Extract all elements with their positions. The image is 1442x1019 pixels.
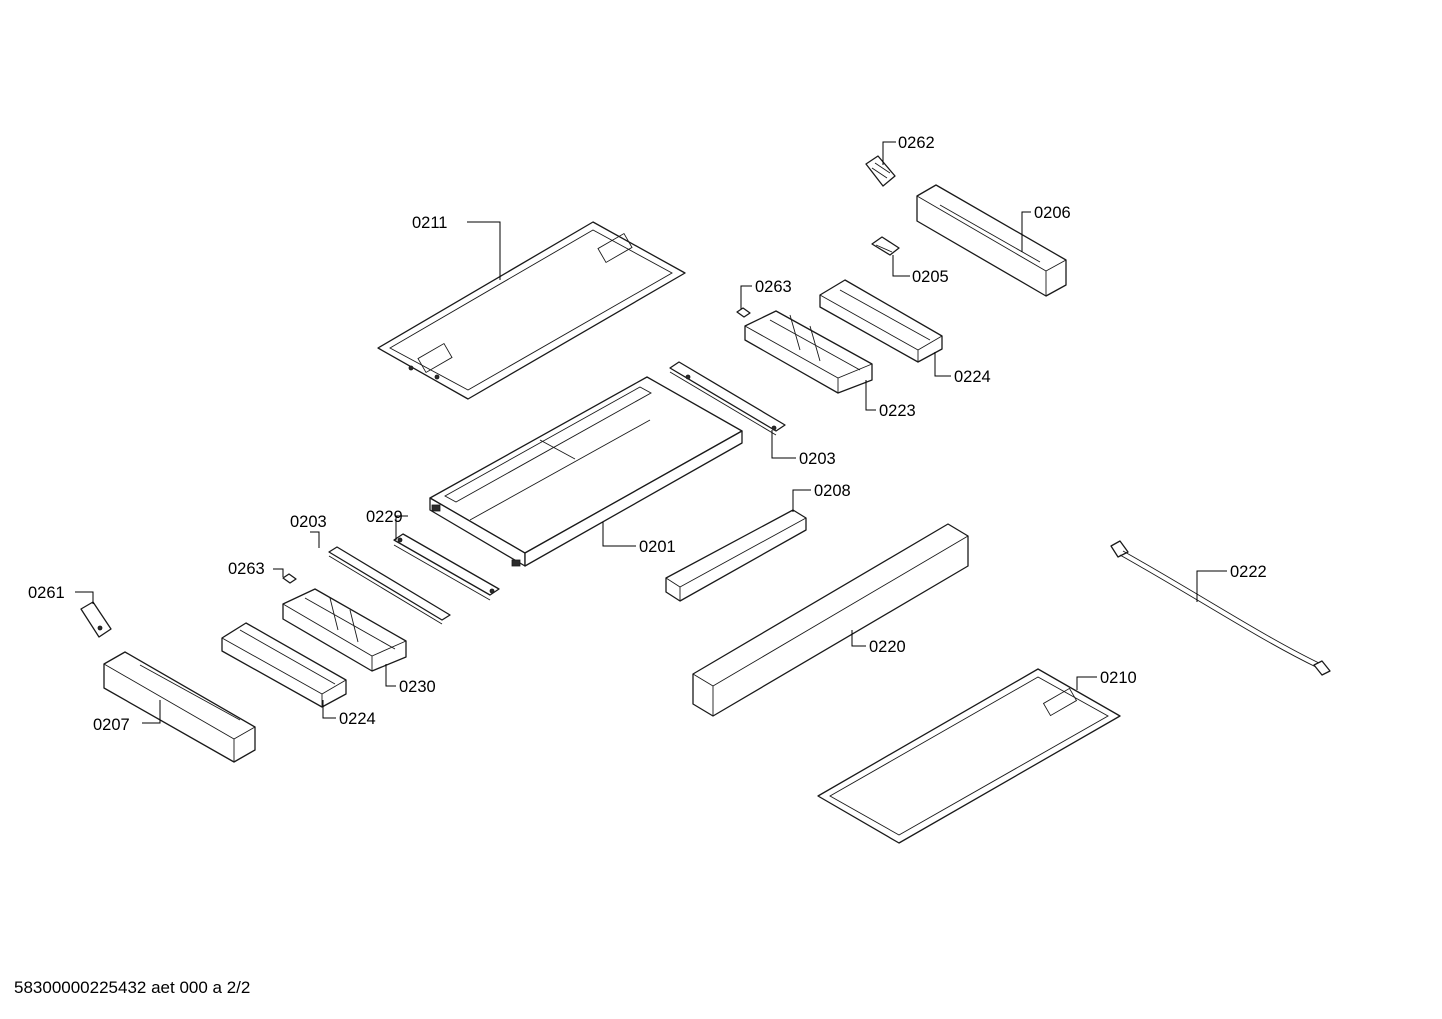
callout-labels: 0211 0262 0206 0205 0263 0224 0223 0203 … [28,134,1267,734]
label-0229: 0229 [366,508,403,526]
label-0201: 0201 [639,538,676,556]
part-0261-plate[interactable] [80,601,112,638]
part-0263-block-lower[interactable] [282,573,297,584]
label-0206: 0206 [1034,204,1071,222]
part-0210-filter-panel[interactable] [817,668,1121,844]
leader-lines [75,141,1227,724]
label-0222: 0222 [1230,563,1267,581]
label-0263-upper: 0263 [755,278,792,296]
label-0263-lower: 0263 [228,560,265,578]
part-0229-rail[interactable] [393,533,500,601]
label-0207: 0207 [93,716,130,734]
label-0210: 0210 [1100,669,1137,687]
label-0223: 0223 [879,402,916,420]
part-0201-housing-tray[interactable] [429,376,743,567]
part-0203-rail-right[interactable] [669,361,786,436]
label-0224-upper: 0224 [954,368,991,386]
label-0205: 0205 [912,268,949,286]
part-0224-channel-lower[interactable] [221,622,347,708]
part-0262-clip[interactable] [865,155,896,187]
part-0224-channel-upper[interactable] [819,279,943,363]
label-0261: 0261 [28,584,65,602]
part-0208-rail[interactable] [665,509,807,602]
part-0211-filter-panel[interactable] [377,221,686,400]
label-0203-left: 0203 [290,513,327,531]
label-0211: 0211 [412,214,447,232]
label-0208: 0208 [814,482,851,500]
part-0223-frame-upper[interactable] [744,310,873,394]
label-0224-lower: 0224 [339,710,376,728]
part-0263-block-upper[interactable] [736,307,751,318]
label-0262: 0262 [898,134,935,152]
part-0205-small-plate[interactable] [871,236,900,256]
part-0230-frame-lower[interactable] [282,588,407,672]
part-0222-cable[interactable] [1110,540,1331,676]
document-id-footer: 58300000225432 aet 000 a 2/2 [14,978,251,997]
part-0207-channel[interactable] [103,651,256,763]
label-0230: 0230 [399,678,436,696]
part-0206-channel[interactable] [916,184,1067,297]
label-0203-right: 0203 [799,450,836,468]
label-0220: 0220 [869,638,906,656]
part-0220-beam[interactable] [692,523,969,717]
part-0203-rail-left[interactable] [328,546,451,625]
